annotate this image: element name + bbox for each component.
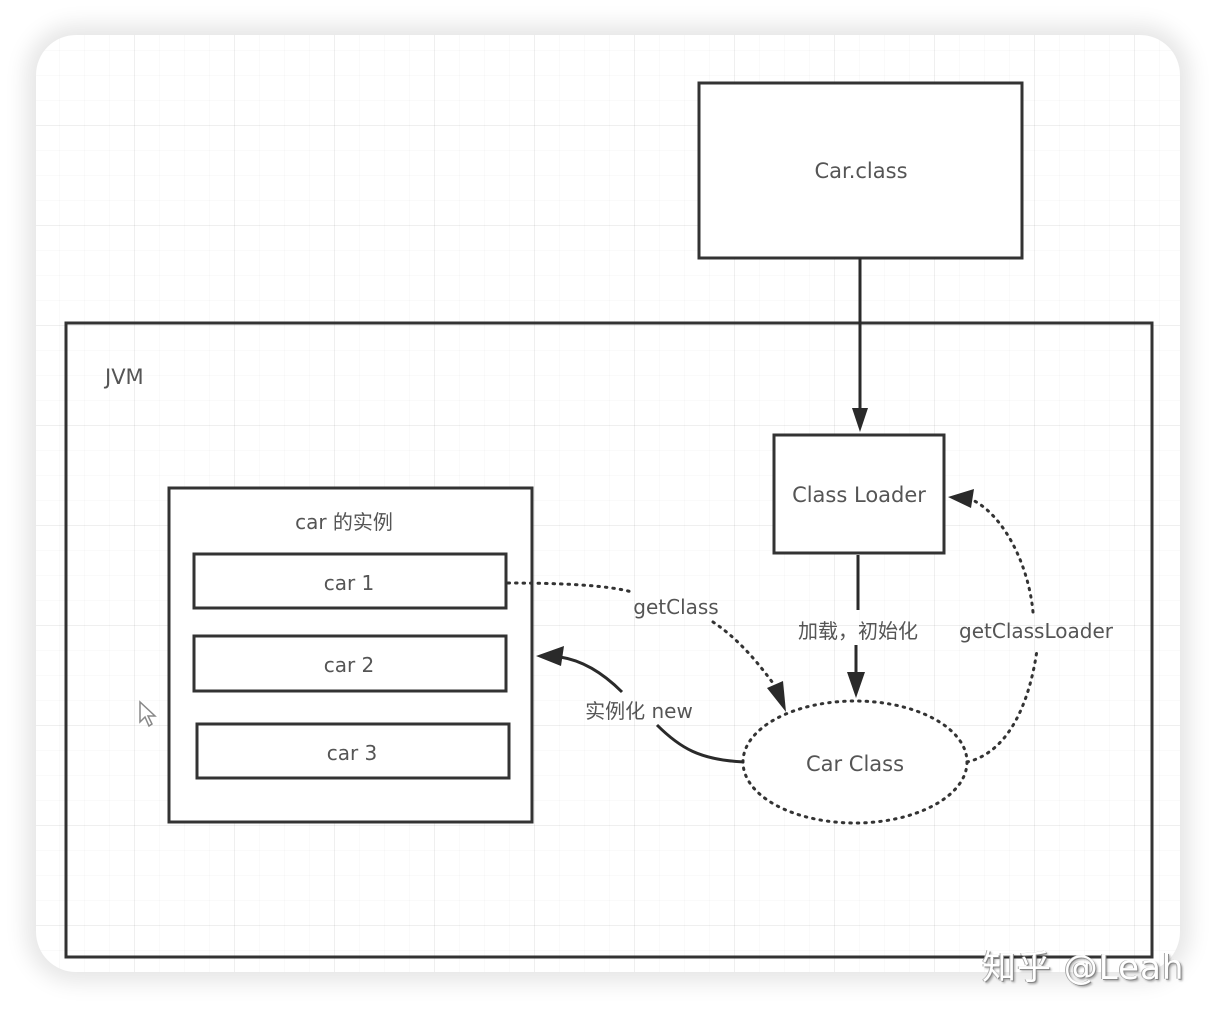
car-instance-item[interactable]: car 1 <box>192 552 508 610</box>
car-instance-label: car 2 <box>324 653 375 677</box>
car-instances-container[interactable]: car 的实例 car 1 car 2 car 3 <box>167 486 534 824</box>
car-class-object-node[interactable]: Car Class <box>741 699 969 825</box>
edge-getclassloader: getClassLoader <box>948 489 1114 764</box>
edge-load <box>852 258 868 432</box>
car-class-file-label: Car.class <box>814 159 907 183</box>
car-instance-item[interactable]: car 2 <box>192 634 508 693</box>
edge-init-label: 加载，初始化 <box>798 619 918 643</box>
car-instance-label: car 1 <box>324 571 375 595</box>
arrowhead-icon <box>536 646 564 666</box>
arrowhead-icon <box>847 672 865 698</box>
car-instance-label: car 3 <box>327 741 378 765</box>
jvm-label: JVM <box>103 365 144 389</box>
jvm-container[interactable]: JVM <box>64 321 1154 959</box>
edge-getclassloader-label: getClassLoader <box>959 619 1114 643</box>
edge-new: 实例化 new <box>536 646 745 764</box>
car-class-object-label: Car Class <box>806 752 904 776</box>
class-loader-node[interactable]: Class Loader <box>772 433 946 555</box>
arrowhead-icon <box>948 489 974 508</box>
car-class-file-node[interactable]: Car.class <box>697 81 1024 260</box>
arrowhead-icon <box>852 408 868 432</box>
class-loader-label: Class Loader <box>792 483 926 507</box>
mouse-cursor-icon <box>139 700 157 728</box>
car-instances-label: car 的实例 <box>295 510 393 534</box>
edge-new-label: 实例化 new <box>585 699 693 723</box>
edge-getclass-label: getClass <box>633 595 718 619</box>
edge-getclass: getClass <box>506 581 786 712</box>
arrowhead-icon <box>767 681 786 712</box>
watermark: 知乎 @Leah <box>982 948 1185 988</box>
edge-init: 加载，初始化 <box>798 555 918 698</box>
car-instance-item[interactable]: car 3 <box>195 722 511 780</box>
